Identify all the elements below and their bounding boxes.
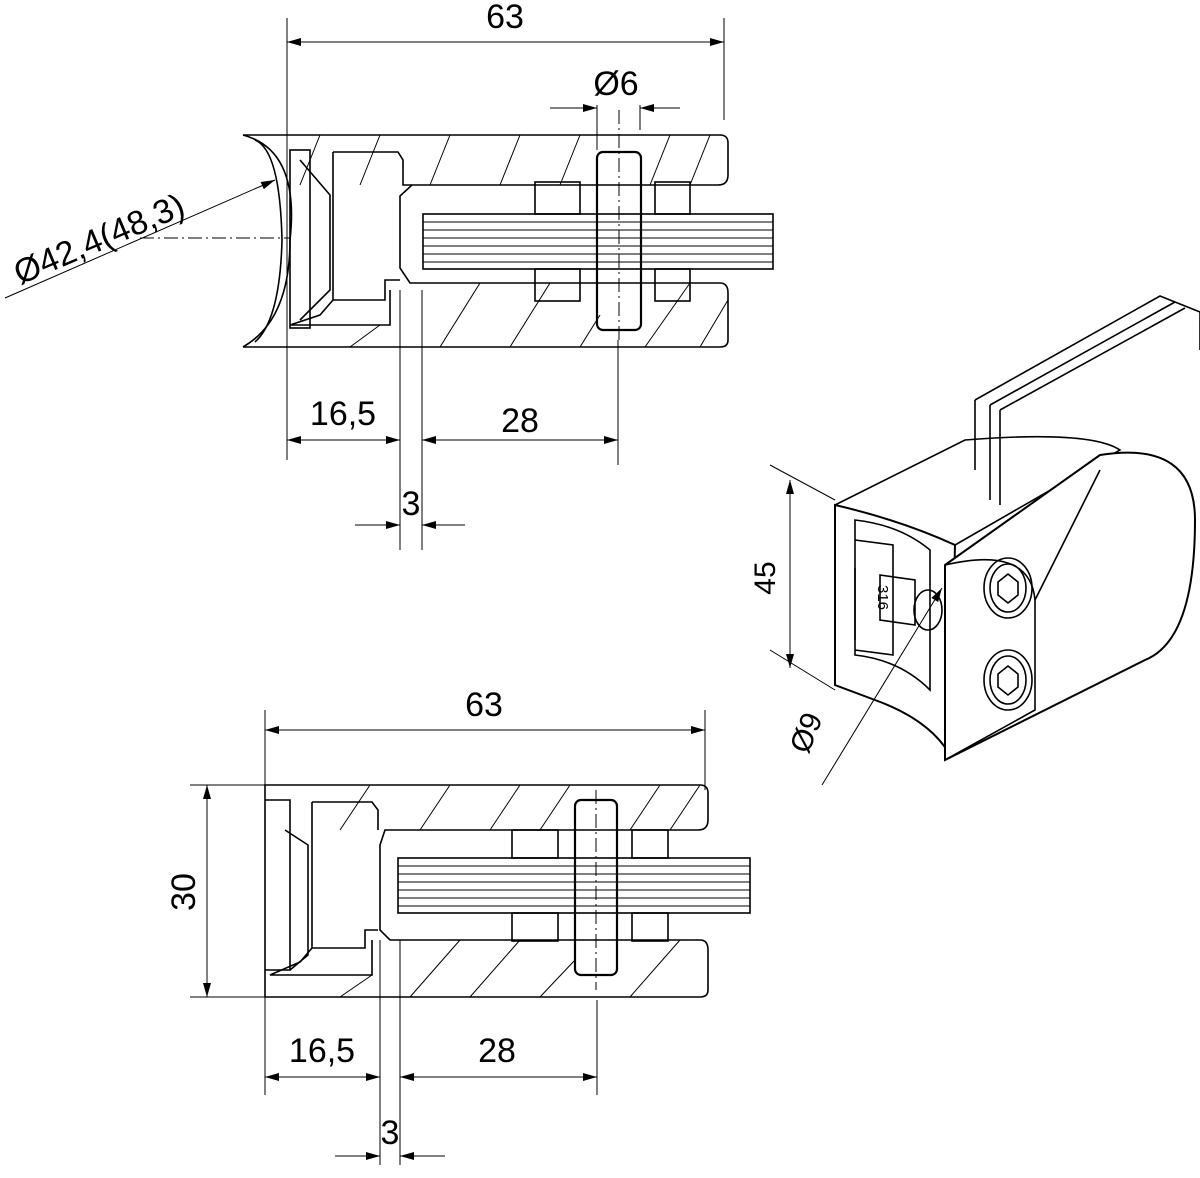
bottom-height-label: 30 bbox=[165, 873, 203, 911]
pin-diameter-label: Ø9 bbox=[784, 708, 830, 757]
top-gap-label: 3 bbox=[402, 485, 421, 523]
iso-height-label: 45 bbox=[749, 561, 782, 594]
top-offset-label: 16,5 bbox=[310, 395, 376, 433]
top-width-label: 63 bbox=[486, 0, 524, 36]
top-hole-diameter-label: Ø6 bbox=[593, 65, 638, 103]
bottom-gap-label: 3 bbox=[381, 1114, 400, 1152]
material-marking: 316 bbox=[874, 585, 891, 610]
top-section-view: 63 Ø6 Ø42,4(48,3) 16,5 28 3 bbox=[4, 0, 774, 550]
bottom-bolt-distance-label: 28 bbox=[478, 1032, 516, 1070]
tube-diameter-label: Ø42,4(48,3) bbox=[8, 186, 190, 292]
top-bolt-distance-label: 28 bbox=[501, 402, 539, 440]
bottom-offset-label: 16,5 bbox=[289, 1032, 355, 1070]
isometric-view: 316 45 Ø9 bbox=[749, 295, 1200, 786]
bottom-section-view: 63 30 16,5 28 3 bbox=[165, 686, 751, 1165]
bottom-width-label: 63 bbox=[465, 686, 503, 724]
